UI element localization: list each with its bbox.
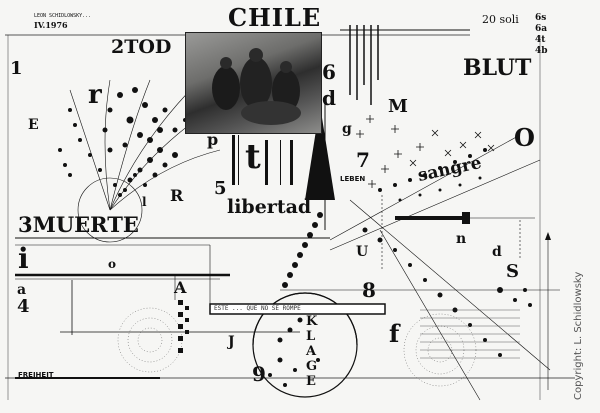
letter-g: g xyxy=(342,121,352,137)
klage-letter-k: K xyxy=(306,314,318,329)
author-name: LEON SCHIDLOWSKY... xyxy=(34,13,92,19)
letter-four: 4 xyxy=(17,296,30,317)
letter-l: l xyxy=(142,195,147,209)
word-blut: BLUT xyxy=(463,55,532,81)
title-chile: CHILE xyxy=(228,3,322,32)
code-line-1: 6s xyxy=(535,13,547,23)
code-line-2: 6a xyxy=(535,24,548,34)
letter-a: a xyxy=(17,282,27,298)
word-freiheit: FREIHEIT xyxy=(18,371,54,379)
protest-photo xyxy=(185,32,322,134)
klage-letter-e: E xyxy=(306,374,316,389)
letter-R: R xyxy=(170,186,184,205)
klage-letter-g: G xyxy=(306,359,318,374)
letter-i: i xyxy=(18,242,29,275)
word-leben: LEBEN xyxy=(340,175,366,183)
letter-eight: 8 xyxy=(362,278,376,302)
letter-five: 5 xyxy=(214,178,227,199)
letter-nine: 9 xyxy=(252,362,266,386)
letter-t: t xyxy=(245,137,261,177)
klage-letter-l: L xyxy=(306,329,316,344)
letter-one: 1 xyxy=(10,58,23,79)
word-tod: 2TOD xyxy=(111,36,172,58)
letter-J: J xyxy=(228,334,235,350)
letter-p: p xyxy=(207,130,219,149)
letter-A: A xyxy=(174,278,187,297)
strip-text: ESTE ... QUE NO SE ROMPE xyxy=(214,305,301,312)
year-label: IV.1976 xyxy=(34,20,68,30)
klage-letter-a: A xyxy=(306,344,317,359)
letter-six: 6 xyxy=(322,60,336,84)
letter-d-lower: d xyxy=(492,244,502,260)
letter-o: o xyxy=(108,257,117,271)
letter-d: d xyxy=(322,86,336,110)
code-line-3: 4t xyxy=(535,35,546,45)
dedication-text: 20 soli xyxy=(482,13,519,26)
word-muerte: 3MUERTE xyxy=(18,212,139,237)
letter-n: n xyxy=(456,231,467,247)
copyright-note: Copyright: L. Schidlowsky xyxy=(573,271,584,400)
letter-M: M xyxy=(388,96,408,117)
letter-E: E xyxy=(28,117,39,133)
word-libertad: libertad xyxy=(227,196,312,218)
letter-S: S xyxy=(506,261,519,282)
letter-U: U xyxy=(356,244,369,260)
code-line-4: 4b xyxy=(535,46,548,56)
letter-O: O xyxy=(514,123,535,152)
letter-f: f xyxy=(389,319,400,348)
letter-seven: 7 xyxy=(356,148,370,172)
letter-r: r xyxy=(88,80,102,110)
